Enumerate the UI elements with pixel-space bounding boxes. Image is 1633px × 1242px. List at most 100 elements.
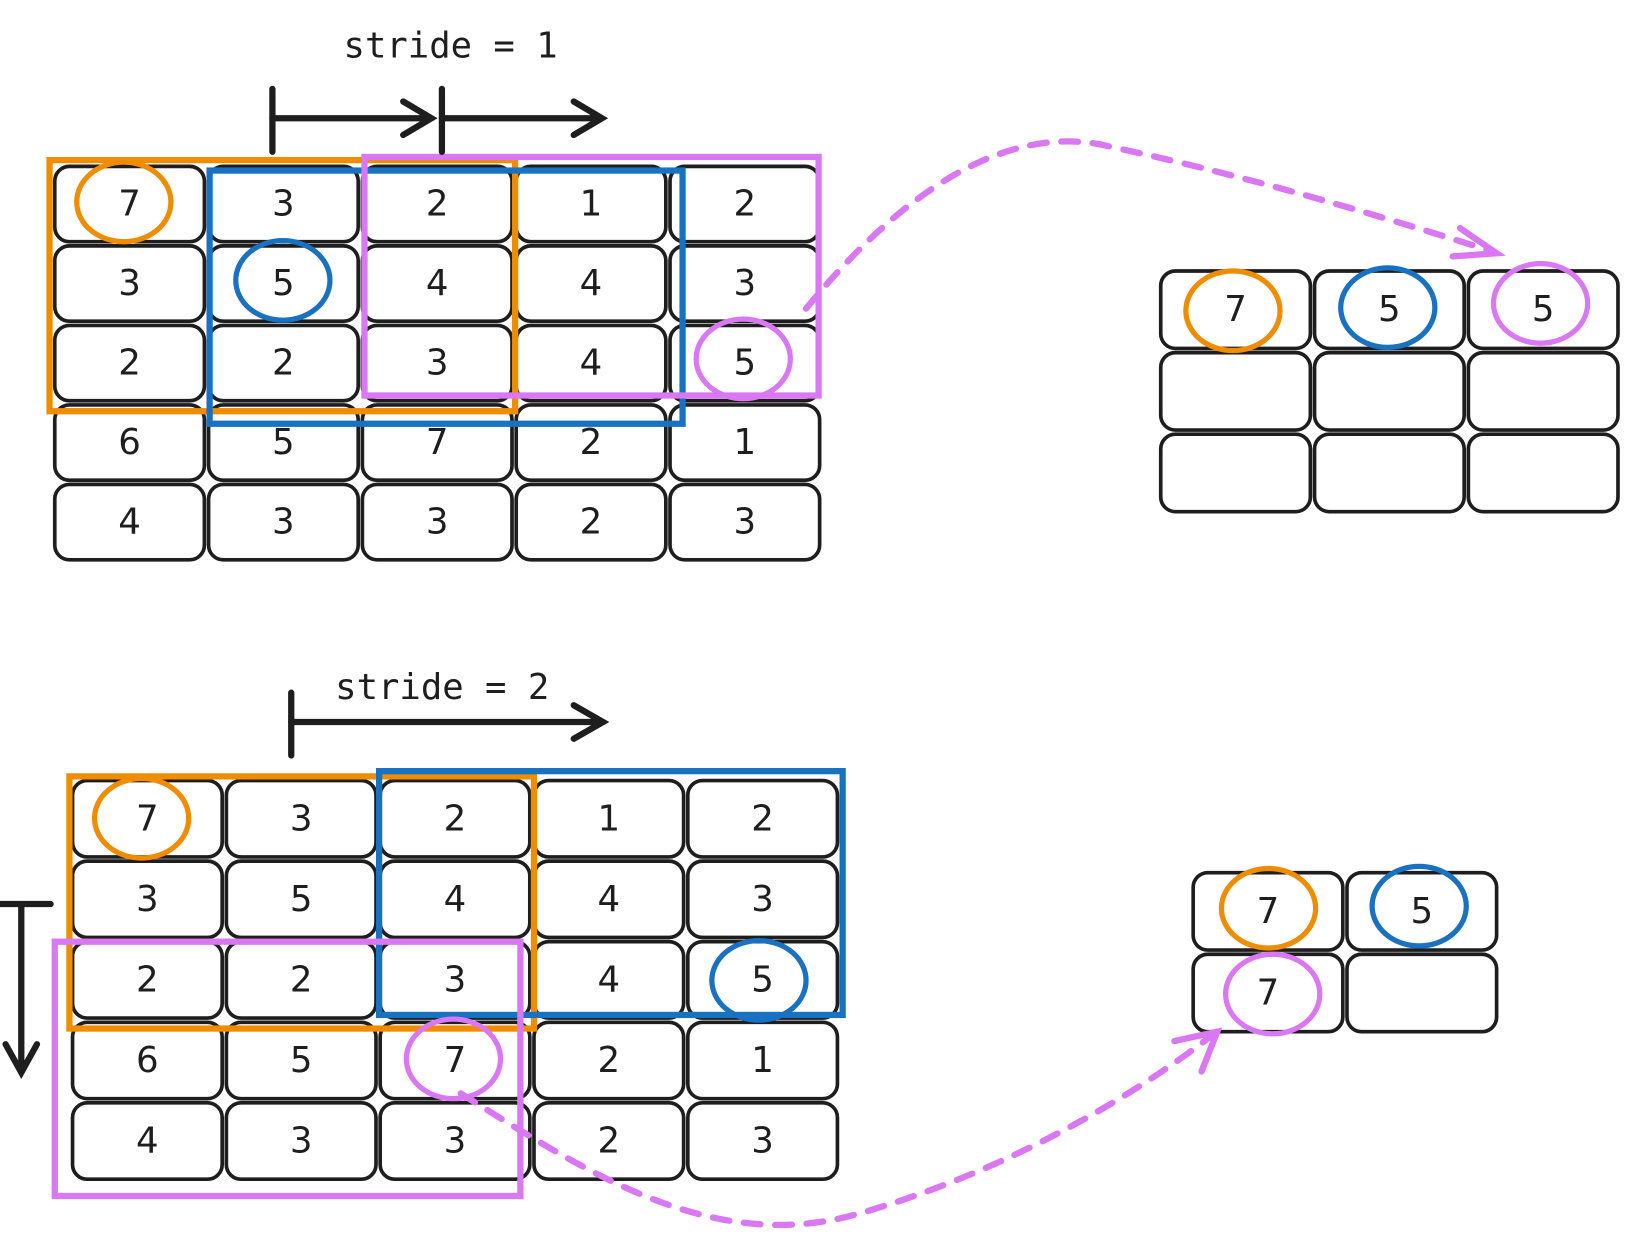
cell-value: 5 (1532, 289, 1555, 330)
cell-value: 7 (118, 184, 141, 225)
grid-cell: 2 (52, 323, 207, 403)
cell-value: 3 (444, 959, 467, 1000)
output-highlight-circle (1369, 863, 1469, 949)
cell-value: 4 (426, 263, 449, 304)
max-highlight-circle (403, 1016, 504, 1102)
top-stride-label: stride = 1 (344, 26, 558, 67)
grid-cell: 2 (514, 482, 668, 562)
grid-cell: 5 (1312, 269, 1467, 351)
grid-cell: 5 (668, 323, 822, 403)
cell-value: 3 (426, 343, 449, 384)
cell-value: 7 (1257, 972, 1280, 1013)
grid-cell: 6 (70, 1020, 225, 1101)
grid-cell: 7 (378, 1020, 532, 1101)
grid-cell: 3 (360, 323, 514, 403)
grid-cell (1345, 952, 1499, 1034)
stride-arrow-1 (269, 98, 438, 139)
grid-cell: 2 (668, 164, 822, 244)
bottom-arrowhead-icon (1171, 1027, 1223, 1075)
cell-value: 5 (1410, 891, 1433, 932)
grid-cell (1158, 350, 1313, 432)
output-highlight-circle (1183, 268, 1283, 354)
max-highlight-circle (74, 159, 174, 245)
cell-value: 3 (272, 502, 295, 543)
cell-value: 7 (426, 422, 449, 463)
cell-box (52, 323, 207, 403)
grid-cell: 5 (206, 403, 361, 483)
top-window-3-box (361, 153, 822, 399)
grid-cell (1312, 432, 1467, 514)
top-window-2-box (206, 167, 686, 427)
max-highlight-circle (693, 316, 793, 402)
cell-value: 3 (118, 263, 141, 304)
grid-cell: 3 (224, 1101, 378, 1182)
grid-cell: 3 (70, 859, 225, 940)
cell-value: 4 (444, 879, 467, 920)
stride-arrow-2 (438, 98, 609, 139)
cell-value: 3 (272, 184, 295, 225)
cell-box (70, 1101, 225, 1182)
cell-box (1466, 350, 1620, 432)
cell-box (532, 1020, 686, 1101)
cell-value: 6 (136, 1040, 159, 1081)
cell-value: 2 (597, 1121, 620, 1162)
grid-cell: 3 (668, 244, 822, 324)
cell-box (1466, 432, 1620, 514)
grid-cell: 4 (532, 859, 686, 940)
cell-value: 5 (272, 422, 295, 463)
cell-value: 3 (734, 263, 757, 304)
cell-value: 2 (580, 422, 603, 463)
cell-box (224, 1020, 378, 1101)
overlays (46, 153, 1591, 1200)
cell-box (52, 403, 207, 483)
cell-value: 4 (136, 1121, 159, 1162)
grid-cell: 1 (668, 403, 822, 483)
cell-value: 1 (597, 798, 620, 839)
cell-box (668, 403, 822, 483)
cell-value: 5 (272, 263, 295, 304)
grid-cell: 5 (1466, 269, 1620, 351)
grid-cell: 3 (685, 1101, 840, 1182)
cell-value: 6 (118, 422, 141, 463)
top-dashed-arrow (802, 138, 1495, 312)
grid-cell: 7 (1158, 269, 1313, 351)
cell-value: 5 (290, 1040, 313, 1081)
top-arrowhead-icon (1449, 224, 1506, 260)
grid-cell: 5 (224, 1020, 378, 1101)
grid-cell: 2 (685, 778, 840, 859)
output-highlight-circle (1338, 265, 1438, 350)
cell-value: 7 (1224, 289, 1247, 330)
top-output-grid: 7 5 5 (1158, 269, 1620, 514)
cell-value: 3 (426, 502, 449, 543)
grid-cell: 2 (206, 323, 361, 403)
grid-cell: 4 (378, 859, 532, 940)
cell-value: 7 (136, 798, 159, 839)
grid-cell: 4 (532, 939, 686, 1020)
bottom-dashed-arrow (457, 1030, 1218, 1229)
cell-value: 7 (444, 1040, 467, 1081)
grid-cell: 2 (224, 939, 378, 1020)
cell-value: 3 (751, 879, 774, 920)
cell-box (685, 859, 840, 940)
grid-cell: 1 (514, 164, 668, 244)
cell-box (1345, 952, 1499, 1034)
grid-cell: 4 (360, 244, 514, 324)
max-highlight-circle (233, 238, 333, 323)
cell-value: 4 (580, 343, 603, 384)
grid-cell: 2 (514, 403, 668, 483)
top-window-1-box (46, 156, 519, 415)
cell-box (685, 1101, 840, 1182)
cell-value: 1 (751, 1040, 774, 1081)
bottom-window-3-box (51, 938, 524, 1200)
cell-value: 5 (751, 959, 774, 1000)
grid-cell: 5 (1345, 870, 1499, 952)
cell-value: 2 (136, 959, 159, 1000)
cell-value: 2 (290, 959, 313, 1000)
output-highlight-circle (1223, 951, 1323, 1037)
grid-cell: 5 (224, 859, 378, 940)
stride-arrow (288, 702, 610, 742)
grid-cell (1466, 350, 1620, 432)
